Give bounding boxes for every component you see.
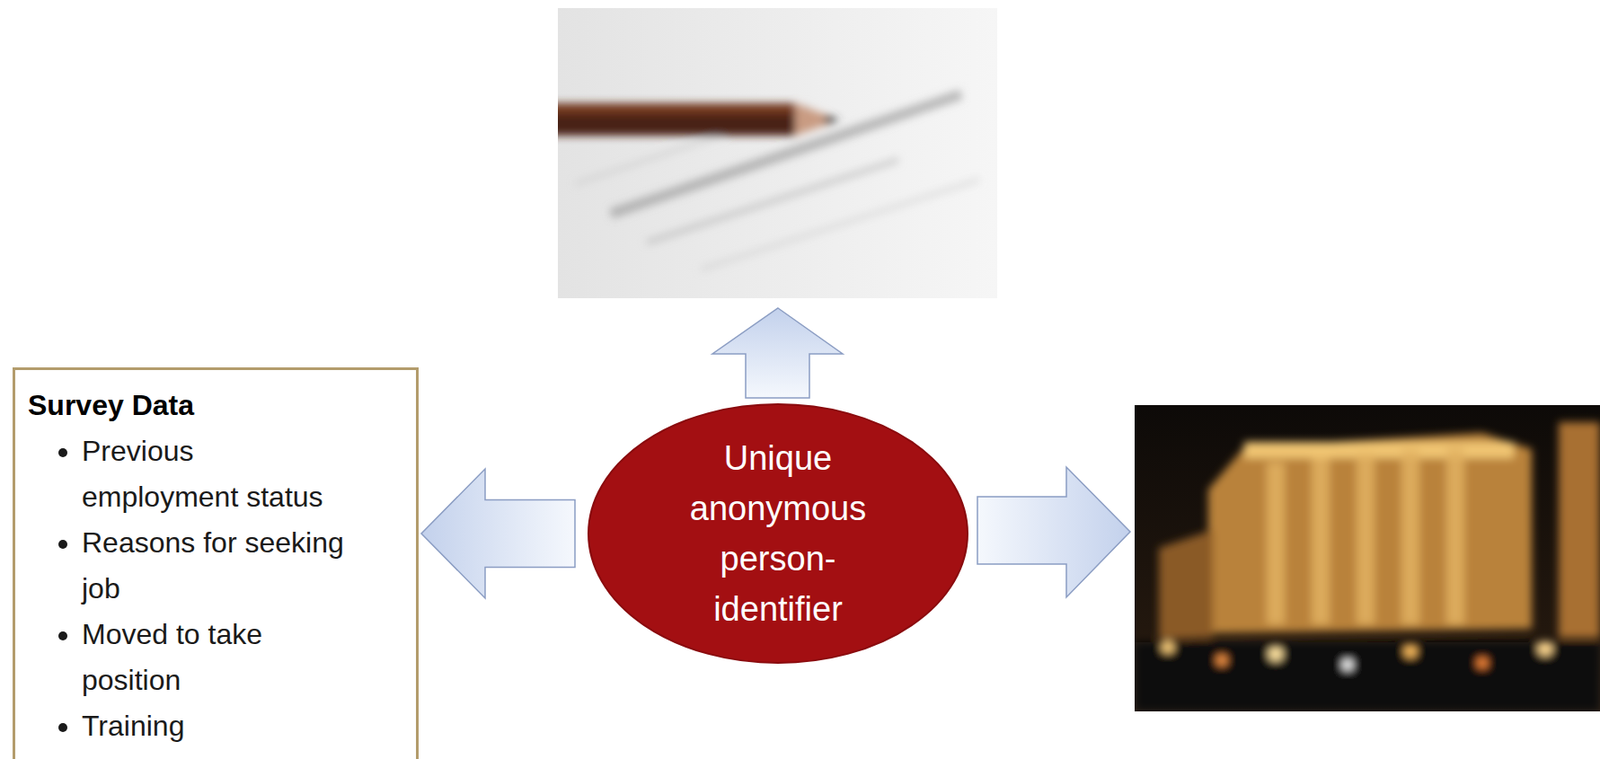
paper-ground — [557, 8, 998, 299]
hotel-stripe — [1401, 449, 1420, 625]
ellipse-fill — [588, 404, 968, 663]
foreground — [1134, 642, 1600, 712]
street-light — [1404, 645, 1417, 658]
street-light — [1476, 657, 1488, 669]
pencil-body — [557, 103, 796, 136]
bullet-list: Previous employment statusReasons for se… — [27, 428, 407, 750]
block-arrow — [712, 308, 843, 398]
bullet-item: Moved to take position — [81, 611, 352, 704]
hotel-tower — [1558, 422, 1600, 638]
text-wrap: Unique anonymous person-identifier — [587, 403, 969, 664]
node-label: Unique anonymous person-identifier — [674, 433, 882, 635]
bullet-item: Training — [81, 703, 352, 750]
hotel-stripe — [1446, 447, 1465, 625]
block-arrow — [977, 467, 1131, 598]
hotel-details — [1134, 422, 1600, 712]
paper-details — [557, 94, 980, 270]
pencil-lead — [824, 114, 840, 125]
hotel-stripe — [1311, 458, 1330, 625]
hotel-facade — [1208, 433, 1532, 634]
bullet-item: Previous employment status — [81, 428, 352, 521]
hotel-top-band — [1244, 441, 1514, 459]
identifier-ellipse: Unique anonymous person-identifier — [587, 403, 969, 664]
hotel-stripe — [1356, 453, 1375, 625]
street-light — [1538, 641, 1553, 656]
box-heading: Survey Data — [27, 382, 407, 429]
block-arrow — [421, 468, 575, 599]
bullet-item: Reasons for seeking job — [81, 520, 352, 612]
survey-box: Survey DataPrevious employment statusRea… — [12, 367, 419, 759]
street-light — [1161, 640, 1175, 654]
night-sky — [1134, 405, 1600, 712]
street-light — [1342, 659, 1353, 671]
hotel-wing — [1158, 530, 1213, 640]
print-line — [646, 159, 899, 243]
print-line — [700, 179, 980, 270]
street-light — [1216, 654, 1228, 666]
street-light — [1268, 646, 1283, 662]
paper-photo — [557, 8, 998, 299]
hotel-stripe — [1266, 462, 1285, 625]
pencil-highlight — [557, 105, 796, 114]
hotel-photo — [1134, 405, 1600, 712]
